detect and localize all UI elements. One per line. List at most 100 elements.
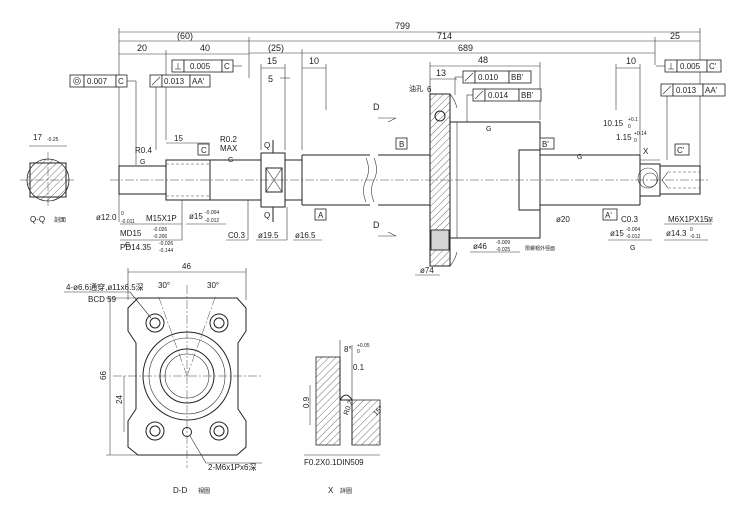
gdt-frames: 0.007 C 0.005 C 0.013 AA' 0.010 BB' 0.01… [69,59,726,165]
dim-24: 24 [115,395,124,404]
dia-46: ø46 [473,242,487,251]
holes-note: 4-ø6.6通穿,ø11x6.5深 [66,282,144,292]
c03-right: C0.3 [621,215,638,224]
thread-form-note: F0.2X0.1DIN509 [304,458,364,467]
gdt-runout-right-value: 0.013 [676,86,697,95]
dia-12: ø12.0 [96,213,117,222]
detail-8-tol-up: +0.05 [357,343,370,349]
dim-5: 5 [268,74,273,84]
dim-48: 48 [478,55,488,65]
dim-10-15-lo: 0 [628,124,631,130]
dia-46-tol-lo: -0.025 [496,247,510,253]
view-dd-suffix: 視圖 [198,487,210,495]
gdt-runout-left-datum: AA' [192,77,205,86]
dia-15-right-tol-lo: -0.012 [626,234,640,240]
md15: MD15 [120,229,142,238]
dia-15-tol-up: -0.004 [205,210,219,216]
dim-13: 13 [436,68,446,78]
gdt-runout-bb2-value: 0.014 [488,91,509,100]
label-oil-hole: 油孔 [409,84,423,93]
dim-66: 66 [99,371,108,380]
m6-holes-note: 2-M6x1Px6深 [208,463,256,472]
pd-tol-up: -0.026 [159,241,173,247]
md15-tol-lo: -0.206 [153,234,167,240]
diameter-callouts: ø12.0 0 -0.011 M15X1P MD15 -0.026 -0.206… [96,194,713,276]
datum-b: B [399,140,404,149]
dim-714: 714 [437,31,452,41]
label-q-bottom: Q [264,211,270,220]
gdt-runout-left-value: 0.013 [164,77,185,86]
dim-60: (60) [177,31,193,41]
gdt-perp-left-datum: C [224,62,230,71]
label-g5: G [630,245,635,252]
dia-15: ø15 [189,212,203,221]
dim-15b: 15 [174,134,183,143]
datum-b-prime: B' [542,140,549,149]
nut-note: 限螺帽外徑面 [525,245,555,252]
dim-25: 25 [670,31,680,41]
gdt-runout-bb1-value: 0.010 [478,73,499,82]
datum-a-prime: A' [605,211,612,220]
dim-10a: 10 [309,56,319,66]
dim-17: 17 [33,133,42,142]
dia-20: ø20 [556,215,570,224]
bcd-note: BCD 59 [88,295,117,304]
dim-46-dd: 46 [182,262,191,271]
label-r02: R0.2 [220,135,237,144]
dim-1-15: 1.15 [616,133,632,142]
dia-15-tol-lo: -0.012 [205,218,219,224]
dim-10b: 10 [626,56,636,66]
dia-12-tol-up: 0 [121,211,124,217]
label-max: MAX [220,144,238,153]
gdt-runout-bb2-datum: BB' [521,91,534,100]
detail-r02: R0.2 [343,400,355,416]
view-dd-label: D-D [173,486,187,495]
dim-1-15-lo: 0 [634,138,637,144]
angle-30a: 30° [158,281,170,290]
view-x-label: X [328,486,334,495]
dim-6: 6 [427,85,432,94]
label-x: X [643,147,649,156]
label-g2: G [228,157,233,164]
gdt-perp-right-value: 0.005 [680,62,701,71]
detail-x: 8° +0.05 0 0.1 0.9 R0.2 15° F0.2X0.1DIN5… [302,340,385,495]
dim-799: 799 [395,21,410,31]
dia-14-3: ø14.3 [666,229,687,238]
m15-thread: M15X1P [146,214,177,223]
label-q-top: Q [264,141,270,150]
detail-8deg: 8° [344,345,352,354]
label-g4: G [577,154,582,161]
pd1435: PD14.35 [120,243,152,252]
detail-0-1: 0.1 [353,363,365,372]
c03-left: C0.3 [228,231,245,240]
gdt-perp-left-value: 0.005 [190,62,211,71]
datum-c-prime: C' [677,146,685,155]
gdt-runout-right-datum: AA' [705,86,718,95]
view-x-suffix: 詳圖 [340,487,352,495]
angle-30b: 30° [207,281,219,290]
gdt-runout-bb1-datum: BB' [511,73,524,82]
md15-tol-up: -0.026 [153,227,167,233]
gdt-perp-right-datum: C' [709,62,717,71]
dim-25b: (25) [268,43,284,53]
dia-12-tol: -0.011 [121,219,135,225]
dia-16-5: ø16.5 [295,231,316,240]
label-g6: G [125,242,130,249]
dia-74: ø74 [420,266,434,275]
dia-14-3-tol-lo: -0.11 [690,234,701,240]
shaft-main-view: Q Q D D X 油孔 6 10.15 +0.1 0 1.15 +0.14 0… [110,84,708,267]
datum-a: A [318,211,324,220]
label-d-top: D [373,102,380,112]
label-g1: G [140,159,145,166]
pd-tol-lo: -0.144 [159,248,173,254]
m6-suffix: 深 [707,216,713,224]
dim-689: 689 [458,43,473,53]
dim-10-15-up: +0.1 [628,117,638,123]
label-r04: R0.4 [135,146,152,155]
dia-15-right: ø15 [610,229,624,238]
dia-19-5: ø19.5 [258,231,279,240]
dia-15-right-tol-up: -0.004 [626,227,640,233]
section-qq-suffix: 剖面 [54,216,66,224]
dim-1-15-up: +0.14 [634,131,647,137]
